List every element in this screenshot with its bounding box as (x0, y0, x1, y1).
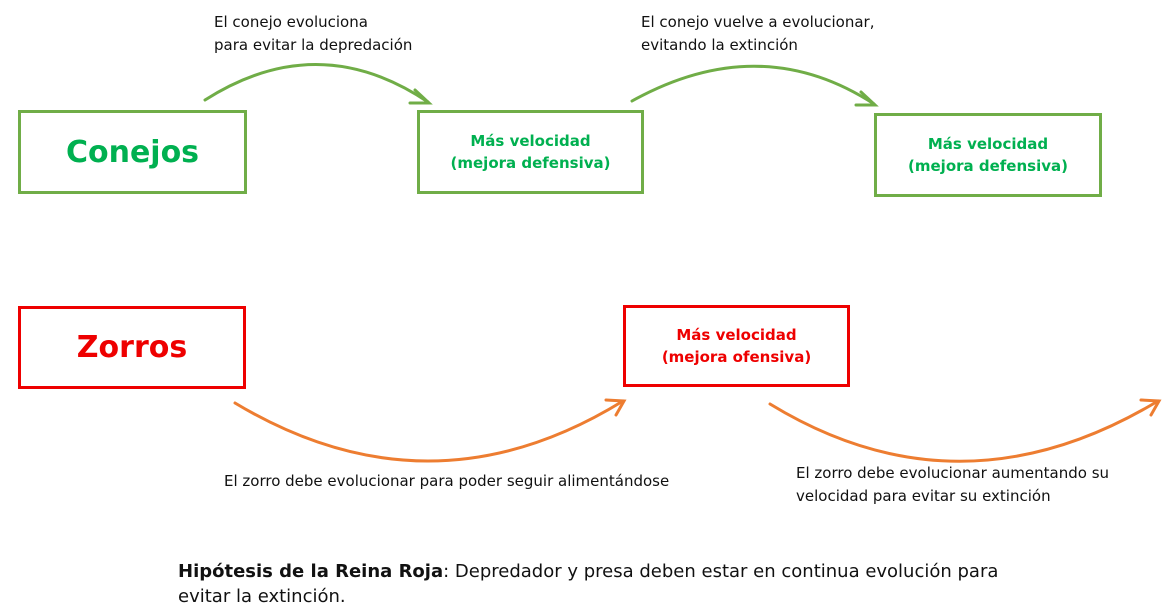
rabbit-step-1-line2: (mejora defensiva) (450, 154, 611, 172)
rabbit-note-1-line1: El conejo evoluciona (214, 13, 368, 31)
rabbit-note-1: El conejo evoluciona para evitar la depr… (214, 11, 412, 57)
fox-step-1-line1: Más velocidad (676, 326, 797, 344)
foxes-label: Zorros (76, 330, 188, 365)
rabbit-note-2: El conejo vuelve a evolucionar, evitando… (641, 11, 874, 57)
rabbit-note-1-line2: para evitar la depredación (214, 36, 413, 54)
rabbits-box: Conejos (18, 110, 247, 194)
rabbit-step-2-line2: (mejora defensiva) (908, 157, 1068, 175)
foxes-box: Zorros (18, 306, 246, 389)
fox-step-1-line2: (mejora ofensiva) (661, 348, 812, 366)
rabbit-note-2-line2: evitando la extinción (641, 36, 798, 54)
hypothesis-title: Hipótesis de la Reina Roja (178, 561, 444, 582)
rabbit-step-1-line1: Más velocidad (470, 132, 591, 150)
fox-note-2: El zorro debe evolucionar aumentando su … (796, 462, 1109, 508)
rabbit-step-2-box: Más velocidad (mejora defensiva) (874, 113, 1102, 197)
fox-note-1: El zorro debe evolucionar para poder seg… (224, 470, 669, 493)
rabbit-arrow-2 (630, 64, 879, 107)
rabbit-note-2-line1: El conejo vuelve a evolucionar, (641, 13, 875, 31)
fox-arrow-2 (768, 398, 1162, 463)
rabbits-label: Conejos (65, 134, 200, 170)
rabbit-step-2-line1: Más velocidad (927, 135, 1049, 153)
rabbit-step-1-box: Más velocidad (mejora defensiva) (417, 110, 644, 194)
rabbit-arrow-1 (203, 63, 433, 105)
fox-note-2-line2: velocidad para evitar su extinción (796, 487, 1051, 505)
hypothesis-caption: Hipótesis de la Reina Roja: Depredador y… (178, 559, 1018, 609)
fox-step-1-box: Más velocidad (mejora ofensiva) (623, 305, 850, 387)
hypothesis-text: : Depredador y presa deben estar en cont… (178, 561, 999, 607)
fox-arrow-1 (233, 398, 627, 463)
fox-note-2-line1: El zorro debe evolucionar aumentando su (796, 464, 1110, 482)
fox-note-1-line1: El zorro debe evolucionar para poder seg… (224, 472, 670, 490)
